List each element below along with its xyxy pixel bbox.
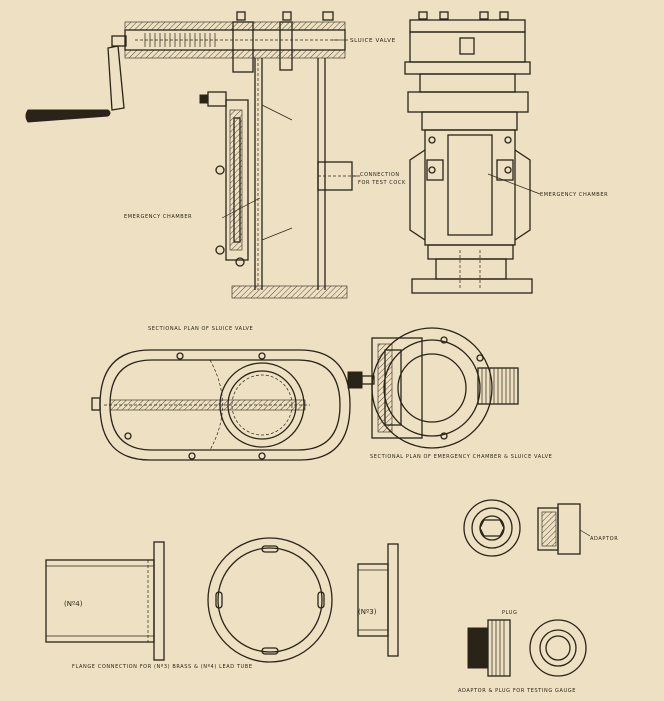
- n4-label: (Nº4): [64, 600, 83, 608]
- flange-round-plan: [207, 537, 333, 663]
- emergency-chamber-label-left: EMERGENCY CHAMBER: [124, 214, 192, 220]
- sectional-plan-sluice-caption: SECTIONAL PLAN OF SLUICE VALVE: [148, 326, 253, 332]
- sluice-valve-side-section: [25, 11, 360, 299]
- sluice-valve-sectional-plan: [91, 349, 351, 461]
- connection-label-line2: FOR TEST COCK: [358, 180, 406, 186]
- sluice-valve-label: SLUICE VALVE: [350, 38, 396, 44]
- emergency-chamber-label-right: EMERGENCY CHAMBER: [540, 192, 608, 198]
- flange-caption: FLANGE CONNECTION FOR (Nº3) BRASS & (Nº4…: [72, 664, 253, 670]
- sluice-valve-front-elevation: [404, 11, 541, 294]
- sectional-plan-emergency-caption: SECTIONAL PLAN OF EMERGENCY CHAMBER & SL…: [370, 454, 552, 460]
- connection-label-line1: CONNECTION: [360, 172, 400, 178]
- n3-label: (Nº3): [358, 608, 377, 616]
- adaptor-plug-caption: ADAPTOR & PLUG FOR TESTING GAUGE: [458, 688, 576, 694]
- adaptor-label: ADAPTOR: [590, 536, 618, 542]
- flange-connection-no3: [357, 543, 399, 657]
- flange-connection-no4: [45, 541, 165, 661]
- emergency-chamber-sectional-plan: [347, 327, 519, 449]
- plug-label: PLUG: [502, 610, 518, 616]
- adaptor-and-plug: [463, 499, 591, 677]
